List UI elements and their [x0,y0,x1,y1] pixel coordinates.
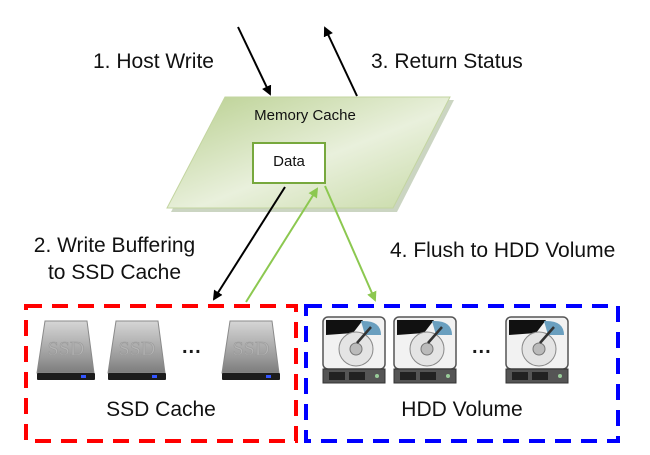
ssd-drive-icon: SSD [36,320,95,380]
step-write-buffering-line2: to SSD Cache [47,261,182,284]
step-write-buffering-label: 2. Write Buffering to SSD Cache [12,234,217,285]
ssd-drive-glyph: SSD [119,338,156,360]
hdd-volume-group-border [304,304,620,443]
step-write-buffering-line1: 2. Write Buffering [33,234,196,257]
step-return-status-label: 3. Return Status [371,50,523,73]
hdd-volume-title: HDD Volume [401,398,523,421]
ssd-cache-group-border [24,304,298,443]
step-flush-label: 4. Flush to HDD Volume [390,239,616,262]
ssd-to-data-arrow [245,187,319,303]
ssd-ellipsis: ... [182,336,202,358]
ssd-cache-title: SSD Cache [106,398,216,421]
data-box [252,142,326,184]
hdd-drive-icon [505,316,569,384]
hdd-drive-icon [322,316,386,384]
host-write-arrow [237,26,272,96]
ssd-drive-glyph: SSD [233,338,270,360]
step-host-write-label: 1. Host Write [93,50,214,73]
ssd-drive-icon: SSD [221,320,280,380]
hdd-ellipsis: ... [472,336,492,358]
flush-to-hdd-arrow [324,185,377,302]
ssd-drive-row: SSD SSD SSD [36,320,280,380]
hdd-drive-icon [393,316,457,384]
data-box-label: Data [273,153,305,170]
memory-cache-title: Memory Cache [254,107,356,124]
ssd-drive-glyph: SSD [48,338,85,360]
hdd-drive-row [322,316,569,384]
ssd-drive-icon: SSD [107,320,166,380]
return-status-arrow [323,26,358,97]
write-buffering-arrow [212,186,286,301]
